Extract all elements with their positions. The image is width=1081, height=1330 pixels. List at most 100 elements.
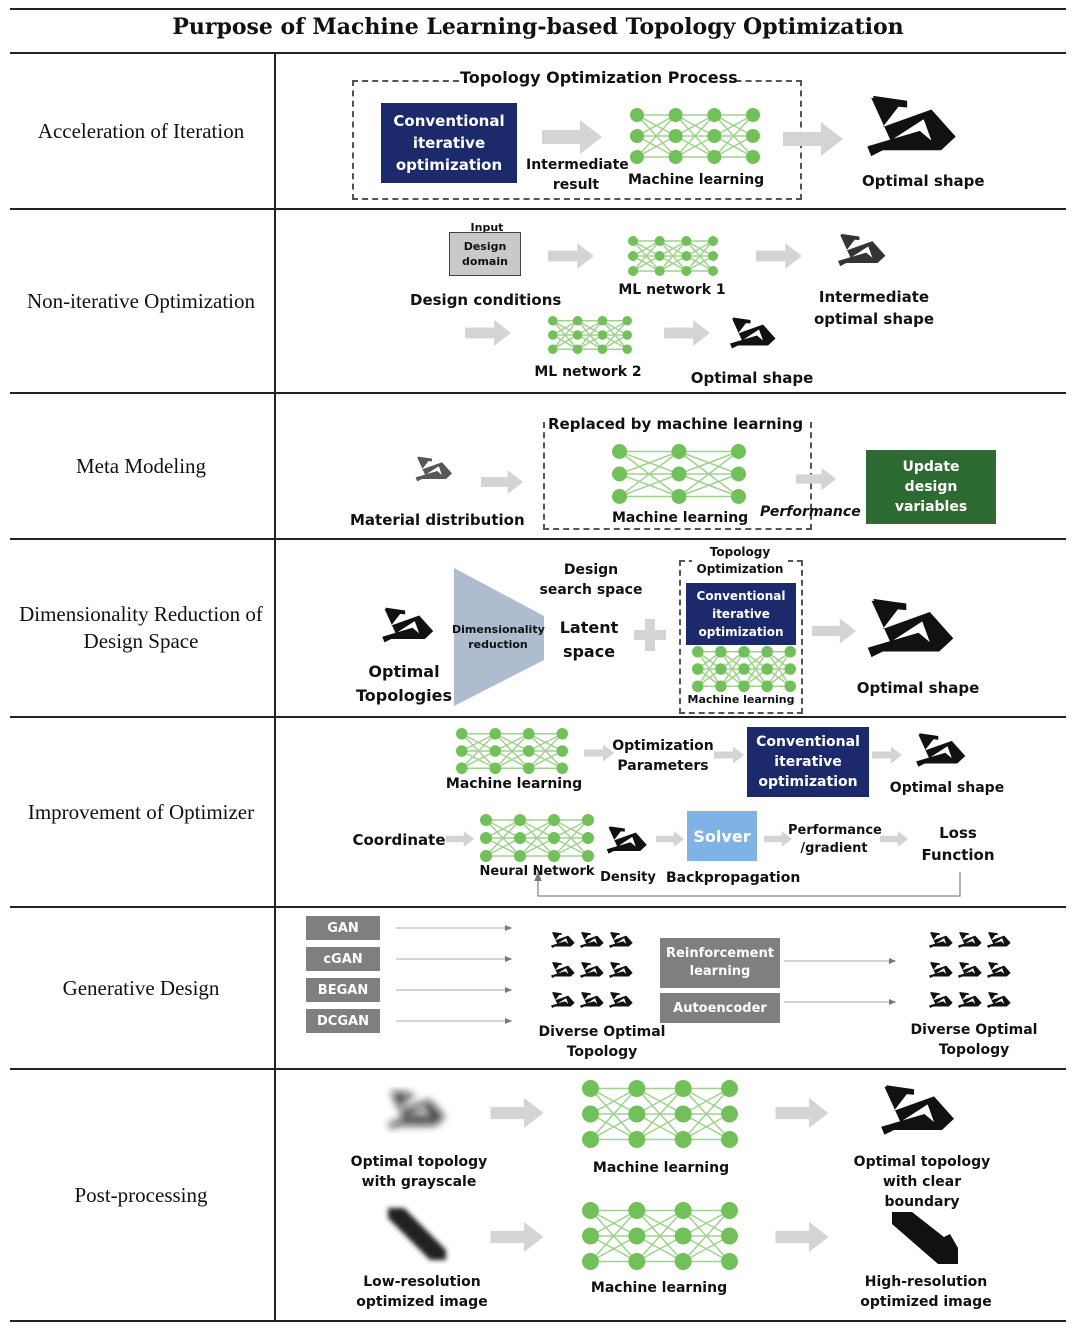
nn-node [548,344,558,354]
nn-node [523,745,535,757]
nn-node [582,1253,599,1270]
nn-edge [636,1235,684,1263]
model-dcgan: DCGAN [306,1009,380,1033]
clear-topology-image [878,1078,958,1142]
nn-edge [553,819,589,839]
nn-node [692,646,704,658]
nn-edge [461,733,496,769]
model-arrows [396,925,512,1024]
nn-node [480,814,492,826]
nn-edge [519,837,555,857]
nn-edge [602,334,628,350]
nn-node [628,1253,646,1270]
nn-node [692,663,704,675]
diverse-topology-grid [929,931,1011,1009]
optimal-shape-label: Optimal shape [690,369,814,387]
nn-node [707,108,722,122]
nn-node [523,762,535,774]
nn-edge [713,114,754,158]
optimal-shape-label: Optimal shape [862,172,985,190]
latent-space-label: Latent space [559,618,619,661]
grayscale-topology-image [382,1078,452,1142]
nn-node [628,1080,646,1097]
plus-icon [634,619,666,651]
nn-edge [589,1087,638,1141]
nn-node [721,1105,738,1123]
divider [10,8,1066,10]
nn-node [784,663,796,675]
reinforcement-box: Reinforcement learning [660,938,780,988]
nn-node [681,251,692,261]
divider [10,538,1066,540]
machine-learning-label: Machine learning [687,693,795,706]
arrow-icon [448,320,528,346]
nn-edge [659,240,687,257]
neural-network-icon [692,646,796,692]
nn-node [582,814,594,826]
lowres-image [388,1208,446,1260]
row-label-generative: Generative Design [62,975,220,1000]
arrow-icon [782,122,844,156]
nn-edge [590,1087,638,1115]
nn-edge [685,240,714,272]
nn-node [456,745,468,757]
model-began: BEGAN [306,978,380,1002]
nn-node [674,1080,692,1097]
nn-edge [632,255,661,272]
learning-arrows [784,958,896,1005]
nn-node [721,1202,738,1219]
nn-node [671,466,687,482]
process-title: Topology Optimization Process [460,68,738,88]
backprop-arrow [534,872,961,897]
nn-node [761,663,773,675]
nn-node [548,330,558,340]
neural-network-icon [628,236,718,276]
divider [10,1068,1066,1070]
nn-node [721,1131,738,1148]
nn-node [707,129,722,143]
nn-node [721,1253,738,1270]
arrow-icon [481,470,523,494]
arrow-icon [484,1098,550,1128]
conventional-box: Conventional iterative optimization [747,727,869,797]
nn-node [582,1131,599,1148]
nn-node [622,316,632,326]
nn-node [582,1227,599,1245]
nn-node [628,236,638,246]
nn-node [628,251,638,261]
nn-edge [682,1087,731,1141]
nn-edge [552,334,578,350]
nn-edge [494,733,530,752]
machine-learning-label: Machine learning [590,1280,728,1296]
arrow-icon [768,1222,836,1252]
nn-node [708,236,718,246]
nn-node [746,150,760,164]
optimal-shape-label: Optimal shape [856,679,980,697]
nn-node [612,466,627,482]
nn-edge [619,450,680,475]
nn-edge [636,114,677,158]
nn-node [597,344,608,354]
conventional-box: Conventional iterative optimization [381,103,517,183]
update-design-box: Update design variables [866,450,996,524]
arrow-icon [812,612,856,650]
optimal-topology-image [380,598,436,652]
nn-edge [590,1113,638,1141]
row-label-post-processing: Post-processing [74,1182,208,1207]
nn-edge [632,240,661,257]
arrow-icon [872,744,902,766]
machine-learning-label: Machine learning [628,172,765,188]
nn-node [715,646,727,658]
design-domain-box: Design domain [449,232,521,276]
nn-node [628,1105,646,1123]
arrow-icon [484,1222,550,1252]
nn-node [721,1080,738,1097]
arrow-icon [446,828,474,850]
optimal-shape-image [864,592,958,664]
optimal-shape-label: Optimal shape [889,780,1005,796]
nn-node [746,108,760,122]
nn-edge [682,1209,730,1237]
solver-box: Solver [687,811,757,861]
nn-edge [485,819,521,839]
performance-label: Performance [760,504,861,520]
